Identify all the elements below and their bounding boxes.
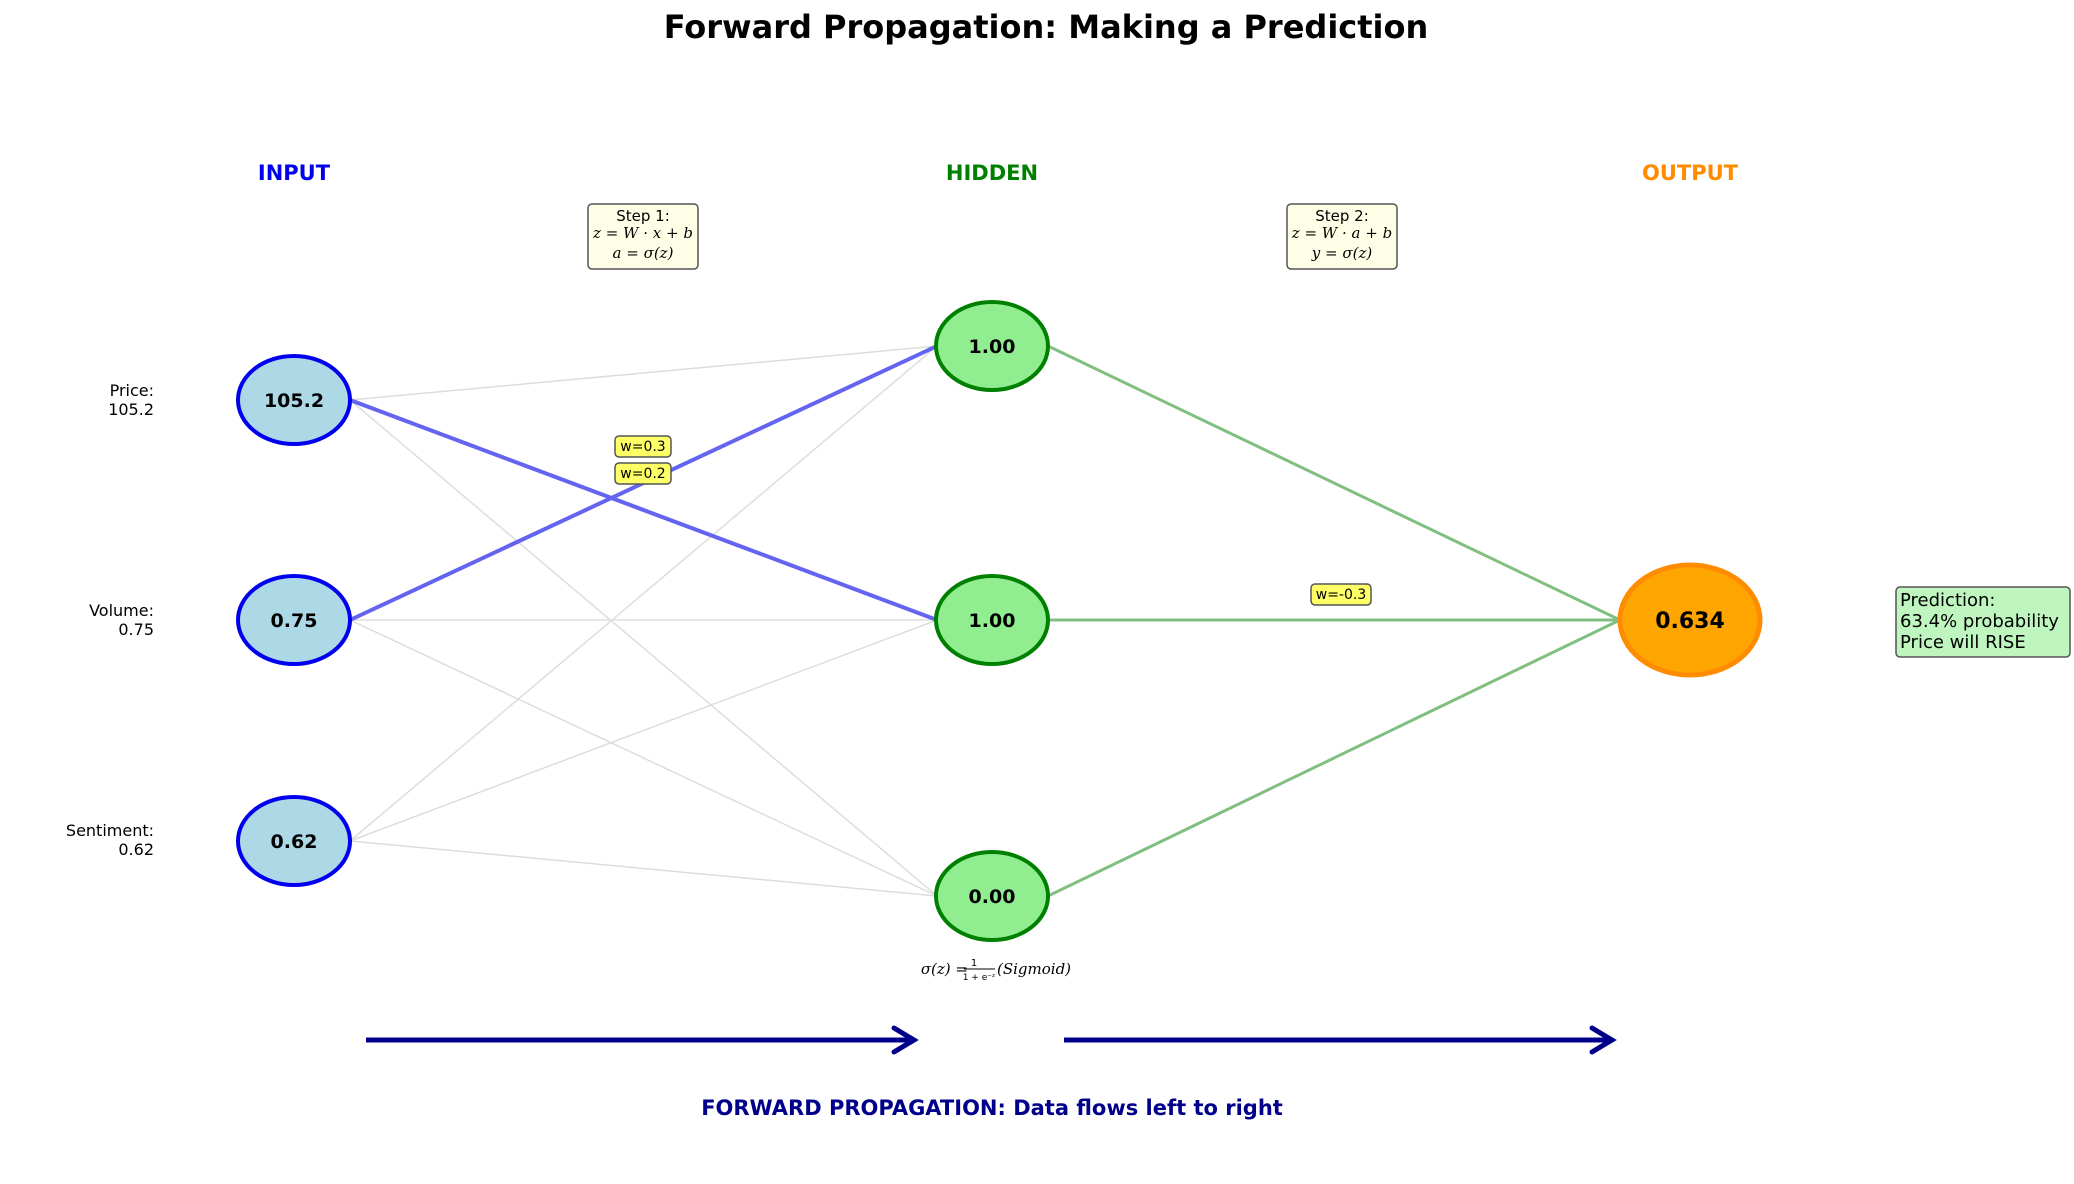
sigmoid-formula: σ(z) = 1 1 + e⁻ᶻ (Sigmoid)	[921, 958, 1071, 983]
weight-tag-2-label: w=0.2	[620, 466, 665, 482]
output-connections	[1047, 344, 1621, 898]
arrow-heads	[891, 1025, 1617, 1055]
prediction-title: Prediction:	[1900, 590, 1995, 611]
output-node: 0.634	[1617, 562, 1763, 678]
input-node-price: 105.2	[236, 354, 352, 446]
footer-caption: FORWARD PROPAGATION: Data flows left to …	[701, 1096, 1283, 1120]
weight-tag-3-label: w=-0.3	[1316, 587, 1367, 603]
step-2-box: Step 2: z = W · a + b y = σ(z)	[1286, 203, 1398, 270]
input-node-sentiment-value: 0.62	[271, 831, 318, 853]
edge-h3-out	[1047, 618, 1621, 898]
input-label-sentiment: Sentiment: 0.62	[66, 821, 154, 859]
weight-tag-1: w=0.3	[614, 435, 672, 458]
edge-sentiment-h2	[349, 619, 938, 842]
input-node-volume: 0.75	[236, 574, 352, 666]
input-label-price-value: 105.2	[108, 400, 154, 419]
weight-tag-1-label: w=0.3	[620, 439, 665, 455]
sigmoid-lhs: σ(z) =	[921, 960, 968, 978]
edge-volume-h3	[349, 619, 938, 897]
prediction-probability: 63.4% probability	[1900, 611, 2059, 632]
prediction-box: Prediction: 63.4% probability Price will…	[1895, 586, 2071, 658]
edge-price-h3	[349, 399, 938, 897]
edge-sentiment-h1	[349, 345, 938, 842]
input-label-volume-value: 0.75	[118, 620, 154, 639]
step-2-formula-y: y = σ(z)	[1311, 244, 1373, 262]
edge-price-h2	[349, 398, 938, 622]
prediction-direction: Price will RISE	[1900, 632, 2026, 653]
edge-h1-out	[1047, 344, 1621, 622]
input-node-sentiment: 0.62	[236, 795, 352, 887]
input-label-sentiment-name: Sentiment:	[66, 821, 154, 840]
step-1-title: Step 1:	[616, 207, 670, 225]
input-label-price: Price: 105.2	[108, 381, 154, 419]
hidden-node-3: 0.00	[934, 850, 1050, 942]
input-node-volume-value: 0.75	[271, 610, 318, 632]
step-2-title: Step 2:	[1315, 207, 1369, 225]
input-label-volume-name: Volume:	[89, 601, 154, 620]
sigmoid-denominator: 1 + e⁻ᶻ	[963, 973, 996, 983]
hidden-layer-heading: HIDDEN	[946, 161, 1038, 185]
input-label-volume: Volume: 0.75	[89, 601, 154, 639]
hidden-node-2-value: 1.00	[969, 610, 1016, 632]
edge-sentiment-h3	[349, 840, 938, 897]
hidden-node-1: 1.00	[934, 300, 1050, 392]
sigmoid-suffix: (Sigmoid)	[997, 960, 1071, 978]
output-node-value: 0.634	[1655, 609, 1725, 634]
weak-connections	[349, 345, 938, 897]
step-1-formula-a: a = σ(z)	[613, 244, 674, 262]
step-1-formula-z: z = W · x + b	[592, 224, 693, 242]
step-1-box: Step 1: z = W · x + b a = σ(z)	[587, 203, 699, 270]
arrow-head-right	[1589, 1025, 1617, 1055]
hidden-node-3-value: 0.00	[969, 886, 1016, 908]
input-label-sentiment-value: 0.62	[118, 840, 154, 859]
edge-price-h1	[349, 345, 938, 401]
input-layer-heading: INPUT	[258, 161, 331, 185]
input-label-price-name: Price:	[110, 381, 154, 400]
hidden-node-1-value: 1.00	[969, 336, 1016, 358]
step-2-formula-z: z = W · a + b	[1291, 224, 1392, 242]
hidden-node-2: 1.00	[934, 574, 1050, 666]
output-layer-heading: OUTPUT	[1642, 161, 1739, 185]
weight-tag-3: w=-0.3	[1310, 583, 1372, 606]
sigmoid-numerator: 1	[971, 958, 977, 969]
input-node-price-value: 105.2	[264, 390, 324, 412]
arrow-head-left	[891, 1025, 919, 1055]
diagram-title: Forward Propagation: Making a Prediction	[664, 8, 1429, 46]
weight-tag-2: w=0.2	[614, 462, 672, 485]
